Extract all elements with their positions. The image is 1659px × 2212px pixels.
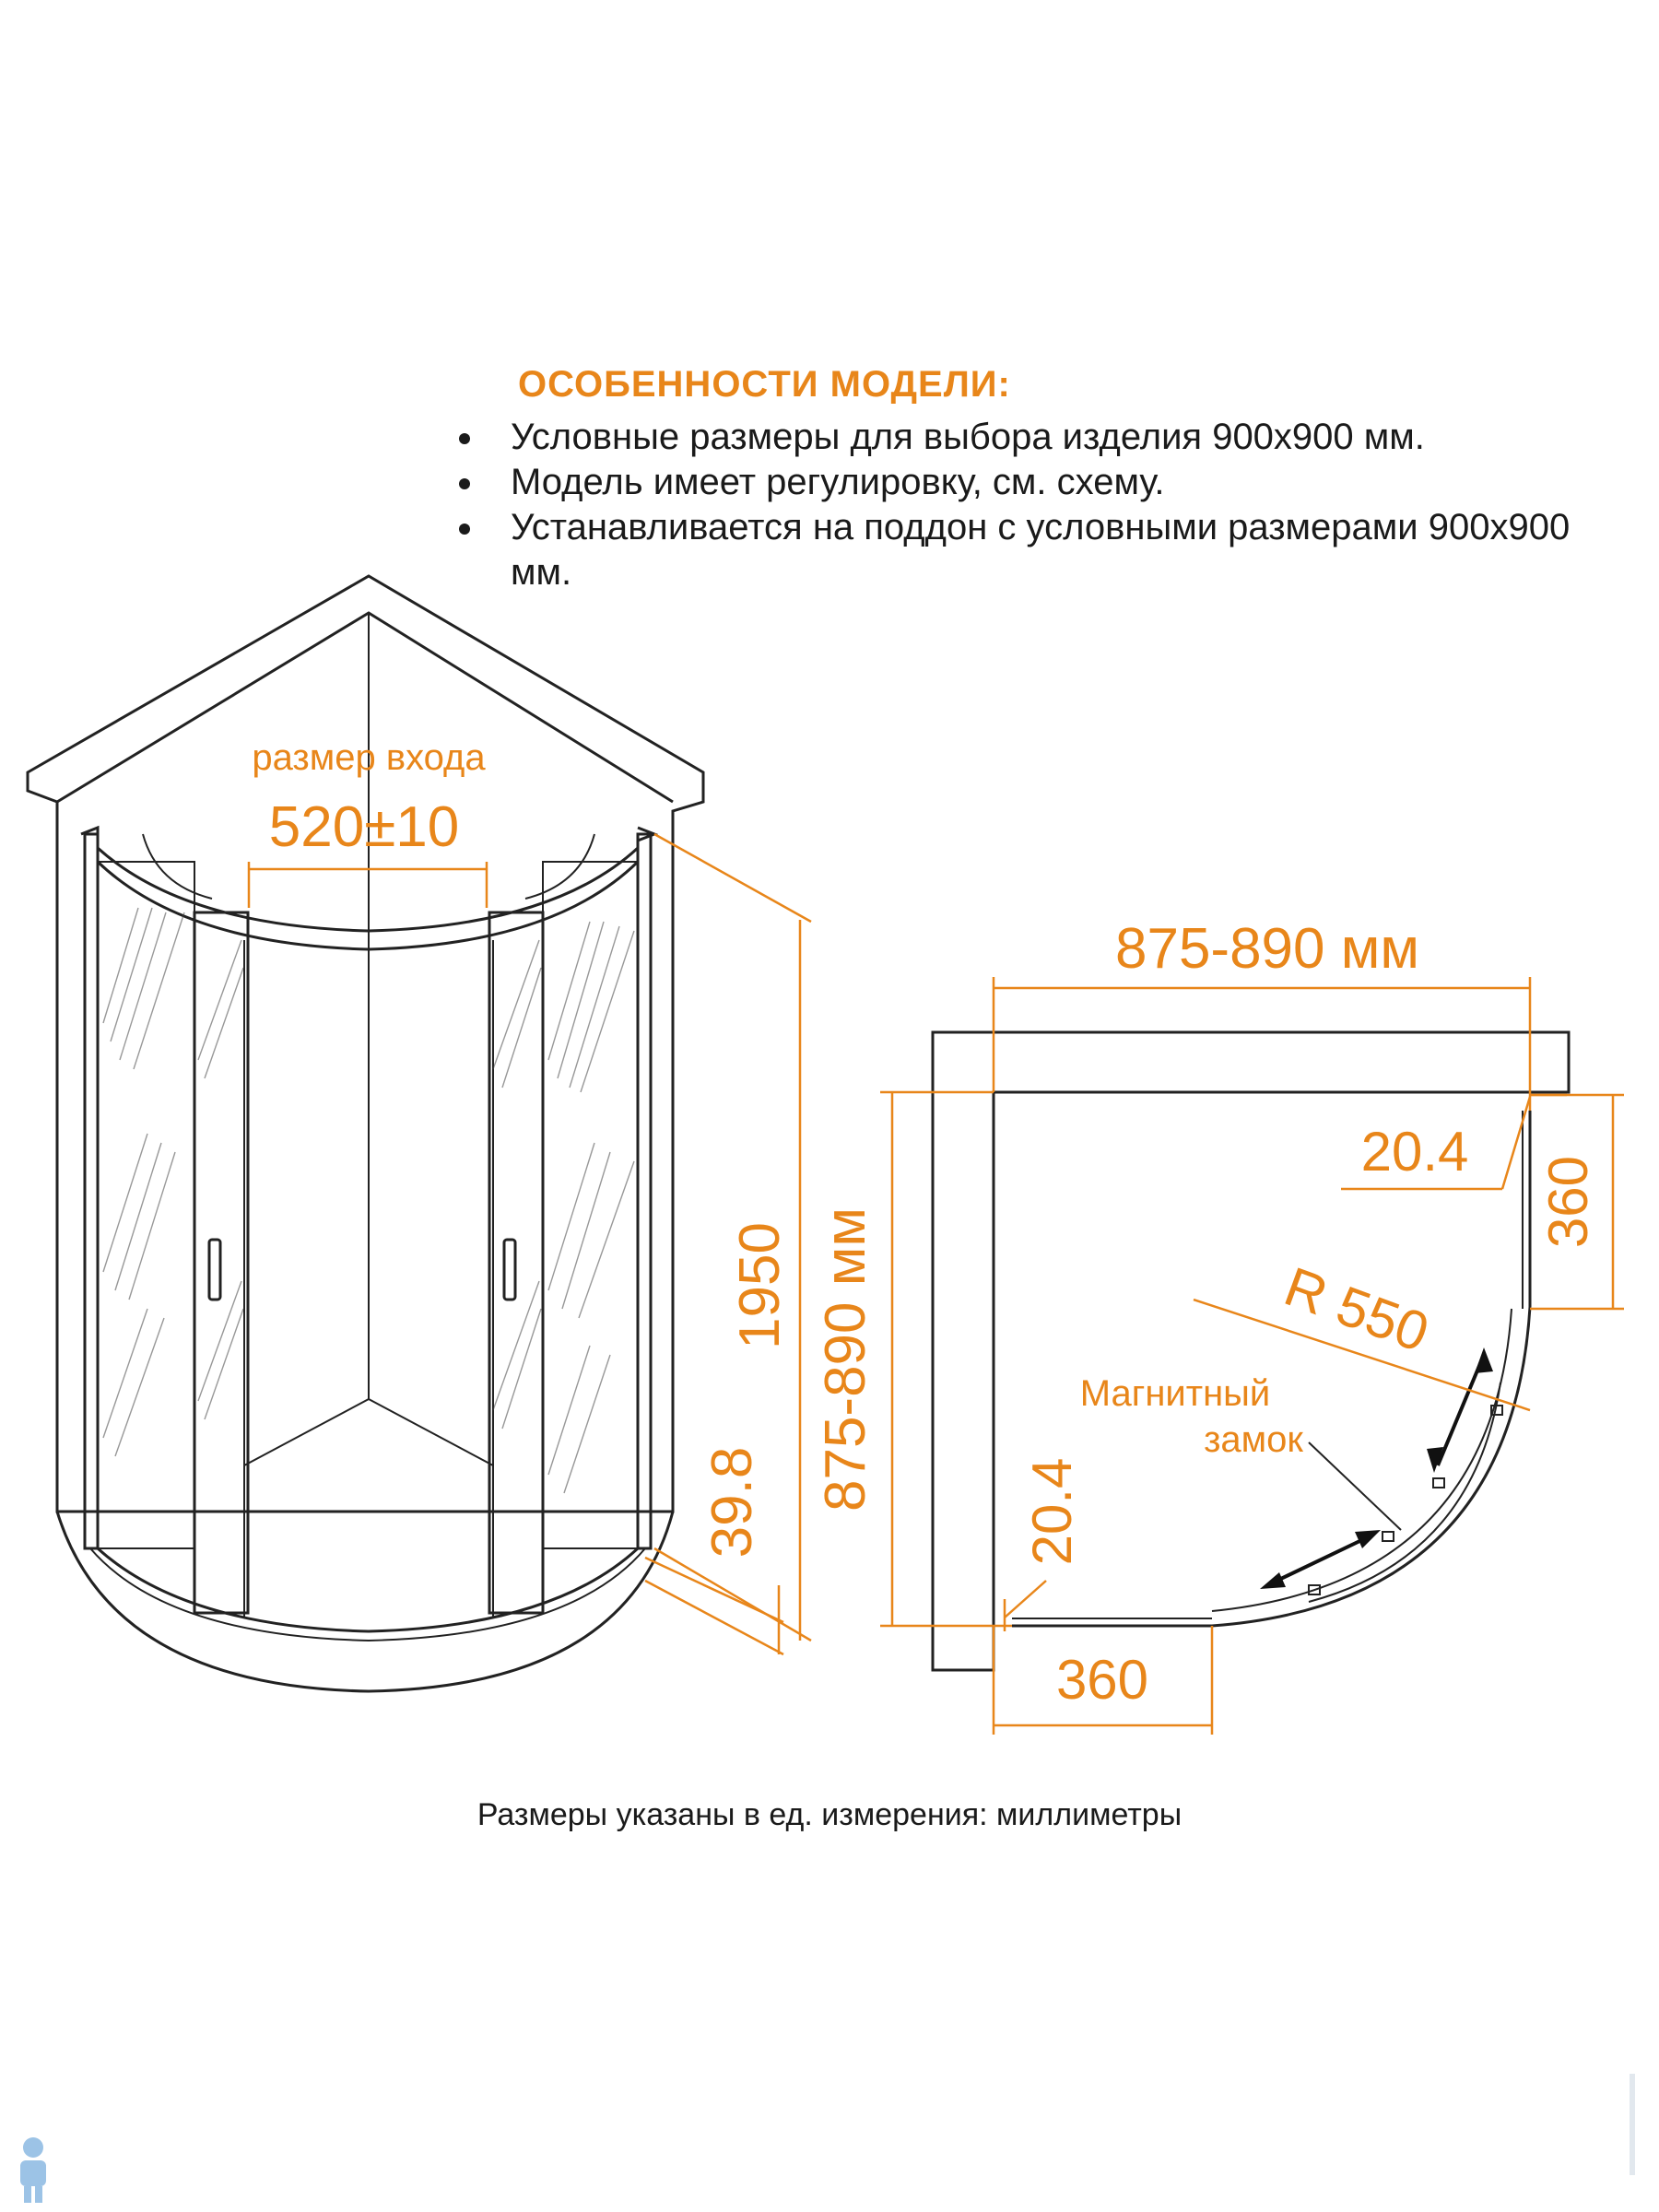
magnet-lock-label-1: Магнитный (1080, 1373, 1271, 1414)
roller-icon (1382, 1531, 1394, 1542)
tray-ext-top (644, 1556, 784, 1624)
height-value: 1950 (728, 1222, 792, 1349)
curved-door-3 (1308, 1382, 1501, 1603)
bullet-icon (459, 478, 470, 489)
floor-line-right (368, 1398, 494, 1466)
fixed-panel-left (97, 861, 195, 1549)
watermark-icon (1630, 2074, 1635, 2175)
front-view: размер входа 520±10 1950 39.8 (26, 574, 812, 1693)
floor-line-left (243, 1398, 370, 1466)
gap-left-value: 20.4 (1021, 1458, 1083, 1566)
frame-top-left (80, 825, 100, 841)
tray-height-value: 39.8 (700, 1447, 764, 1559)
features-title: ОСОБЕННОСТИ МОДЕЛИ: (518, 364, 1011, 405)
sliding-door-left (193, 911, 250, 1615)
height-ext-top (653, 832, 812, 924)
radius-leader (1193, 1298, 1531, 1412)
arrow-head-icon (1355, 1530, 1381, 1548)
glass-reflection-hatching (102, 907, 635, 1494)
feature-item: Устанавливается на поддон с условными ра… (452, 505, 1631, 595)
arrow-head-icon (1260, 1572, 1286, 1589)
door-handle-left-icon (207, 1238, 222, 1301)
features-list: Условные размеры для выбора изделия 900х… (452, 415, 1631, 595)
tray-curve (55, 1511, 675, 1693)
plan-view: 875-890 мм 875-890 мм 20.4 360 R 550 Маг… (814, 917, 1624, 1735)
feature-item: Модель имеет регулировку, см. схему. (452, 460, 1631, 505)
frame-post-right (636, 832, 653, 1550)
curved-door-outer (1211, 1306, 1532, 1628)
door-handle-right-icon (502, 1238, 517, 1301)
wall-outline (26, 574, 705, 1513)
model-features: ОСОБЕННОСТИ МОДЕЛИ: Условные размеры для… (452, 364, 1631, 595)
magnet-lock-label-2: замок (1204, 1419, 1303, 1460)
sliding-door-right (488, 911, 545, 1615)
panel-bottom-value: 360 (1056, 1649, 1148, 1711)
depth-value: 875-890 мм (814, 1207, 877, 1512)
entry-size-value: 520±10 (269, 795, 459, 859)
adjust-arrow-line-2 (1266, 1533, 1374, 1587)
bullet-icon (459, 433, 470, 444)
top-rail-arc (96, 846, 640, 933)
adjust-arrow-line-1 (1436, 1354, 1486, 1466)
panel-right-value: 360 (1537, 1156, 1599, 1248)
arrow-head-icon (1427, 1447, 1443, 1473)
bullet-icon (459, 524, 470, 535)
magnet-lock-leader (1308, 1441, 1402, 1531)
top-rail-back (142, 833, 595, 900)
feature-item: Условные размеры для выбора изделия 900х… (452, 415, 1631, 460)
entry-size-label: размер входа (252, 737, 486, 778)
height-ext-bottom (653, 1547, 812, 1642)
tray-ext-bottom (644, 1579, 784, 1656)
units-note: Размеры указаны в ед. измерения: миллиме… (477, 1797, 1182, 1832)
top-rail-arc-inner (96, 860, 640, 951)
gap-leader-top (1500, 1096, 1532, 1190)
gap-leader-left (1004, 1580, 1047, 1618)
magnet-lock-icon (1490, 1405, 1503, 1416)
bottom-rail-arc (96, 1547, 640, 1633)
radius-value: R 550 (1277, 1255, 1436, 1364)
arrow-head-icon (1475, 1347, 1493, 1373)
brand-logo-icon (20, 2137, 46, 2203)
width-value: 875-890 мм (1115, 917, 1419, 981)
frame-post-left (83, 832, 100, 1550)
roller-icon (1308, 1584, 1321, 1595)
tray-edge (89, 1547, 646, 1642)
roller-icon (1432, 1477, 1445, 1488)
gap-top-value: 20.4 (1361, 1121, 1469, 1182)
curved-door-inner (1211, 1308, 1512, 1612)
plan-walls (931, 1030, 1571, 1672)
